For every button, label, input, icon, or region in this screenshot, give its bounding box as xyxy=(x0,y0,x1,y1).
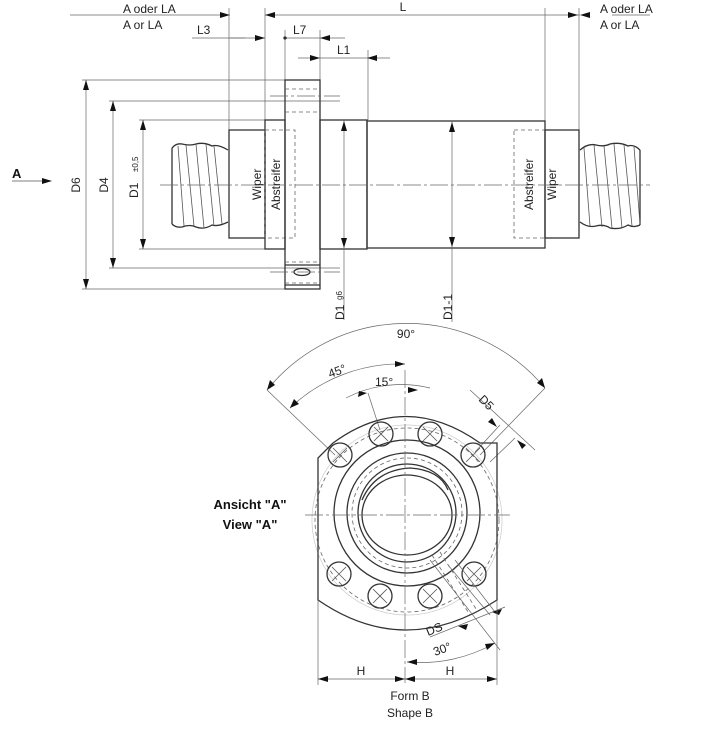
bolt-hole xyxy=(460,442,486,468)
label-angle-15: 15° xyxy=(375,375,393,389)
bolt-circle xyxy=(314,427,500,613)
nut-collar xyxy=(319,119,368,250)
label-D1-tolerance: ±0,5 xyxy=(131,156,140,172)
label-D1-g6-tolerance: g6 xyxy=(335,291,344,300)
dimension-L3-L7: L3 L7 xyxy=(192,23,345,41)
dimension-H-right: H xyxy=(405,664,497,682)
label-L1: L1 xyxy=(337,43,351,57)
label-DS: DS xyxy=(424,620,445,639)
dimension-D1-tol: D1 ±0,5 xyxy=(127,120,146,249)
label-a-or-la-left: A or LA xyxy=(123,18,162,32)
label-shape-de: Form B xyxy=(390,689,429,703)
angle-15: 15° xyxy=(345,375,431,431)
label-shape-en: Shape B xyxy=(387,706,433,720)
label-D5: D5 xyxy=(476,392,497,413)
label-D6: D6 xyxy=(69,177,83,193)
dimension-DS: DS xyxy=(424,606,506,639)
dimension-D1-1: D1-1 xyxy=(441,121,455,322)
label-view-a-en: View "A" xyxy=(223,517,278,532)
angle-45: 45° xyxy=(289,361,406,409)
label-D1-g6: D1 xyxy=(333,304,347,320)
label-D1-1: D1-1 xyxy=(441,294,455,320)
label-D1: D1 xyxy=(127,182,141,198)
dimension-L1: L1 xyxy=(298,43,390,61)
flange xyxy=(284,79,321,290)
dimension-L: L xyxy=(70,0,650,18)
dimension-D6: D6 xyxy=(69,80,89,289)
left-screw-thread xyxy=(171,142,229,229)
label-H-left: H xyxy=(357,664,366,678)
label-L3: L3 xyxy=(197,23,211,37)
angle-90: 90° xyxy=(266,323,546,456)
label-view-arrow-A: A xyxy=(12,166,22,181)
middle-ring xyxy=(346,452,468,574)
bolt-hole xyxy=(417,583,443,609)
label-wiper-left: Wiper xyxy=(250,169,264,200)
label-a-or-la-right: A or LA xyxy=(600,18,639,32)
label-wiper-right: Wiper xyxy=(545,169,559,200)
label-angle-45: 45° xyxy=(326,361,348,380)
label-L7: L7 xyxy=(293,23,307,37)
label-angle-90: 90° xyxy=(397,327,415,341)
bolt-holes xyxy=(326,421,487,609)
outer-ring xyxy=(333,439,481,587)
bolt-hole xyxy=(367,583,393,609)
label-abstreifer-left: Abstreifer xyxy=(269,159,283,210)
label-a-oder-la-left: A oder LA xyxy=(123,2,176,16)
inner-ring xyxy=(357,463,457,563)
label-abstreifer-right: Abstreifer xyxy=(522,159,536,210)
bolt-hole xyxy=(417,421,443,447)
label-L: L xyxy=(400,0,407,14)
dimension-D5: D5 xyxy=(469,389,536,463)
label-angle-30: 30° xyxy=(431,639,453,658)
dimension-D4: D4 xyxy=(97,101,116,268)
dimension-D1-g6: D1 g6 xyxy=(333,120,347,320)
label-view-a-de: Ansicht "A" xyxy=(214,497,287,512)
bolt-hole xyxy=(326,561,352,587)
right-screw-thread xyxy=(579,142,641,230)
dimension-H-left: H xyxy=(318,664,405,682)
view-arrow-A: A xyxy=(12,166,52,184)
bolt-hole xyxy=(368,421,394,447)
side-view: L A oder LA A or LA A oder LA A or LA L3… xyxy=(12,0,653,322)
lube-channel xyxy=(429,551,501,651)
label-a-oder-la-right: A oder LA xyxy=(600,2,653,16)
label-H-right: H xyxy=(446,664,455,678)
angle-30: 30° xyxy=(406,639,496,665)
end-view: 90° 45° 15° D5 xyxy=(214,323,546,720)
bolt-hole xyxy=(327,442,353,468)
label-D4: D4 xyxy=(97,177,111,193)
right-wiper-block xyxy=(544,129,580,239)
nut-body xyxy=(366,120,546,249)
